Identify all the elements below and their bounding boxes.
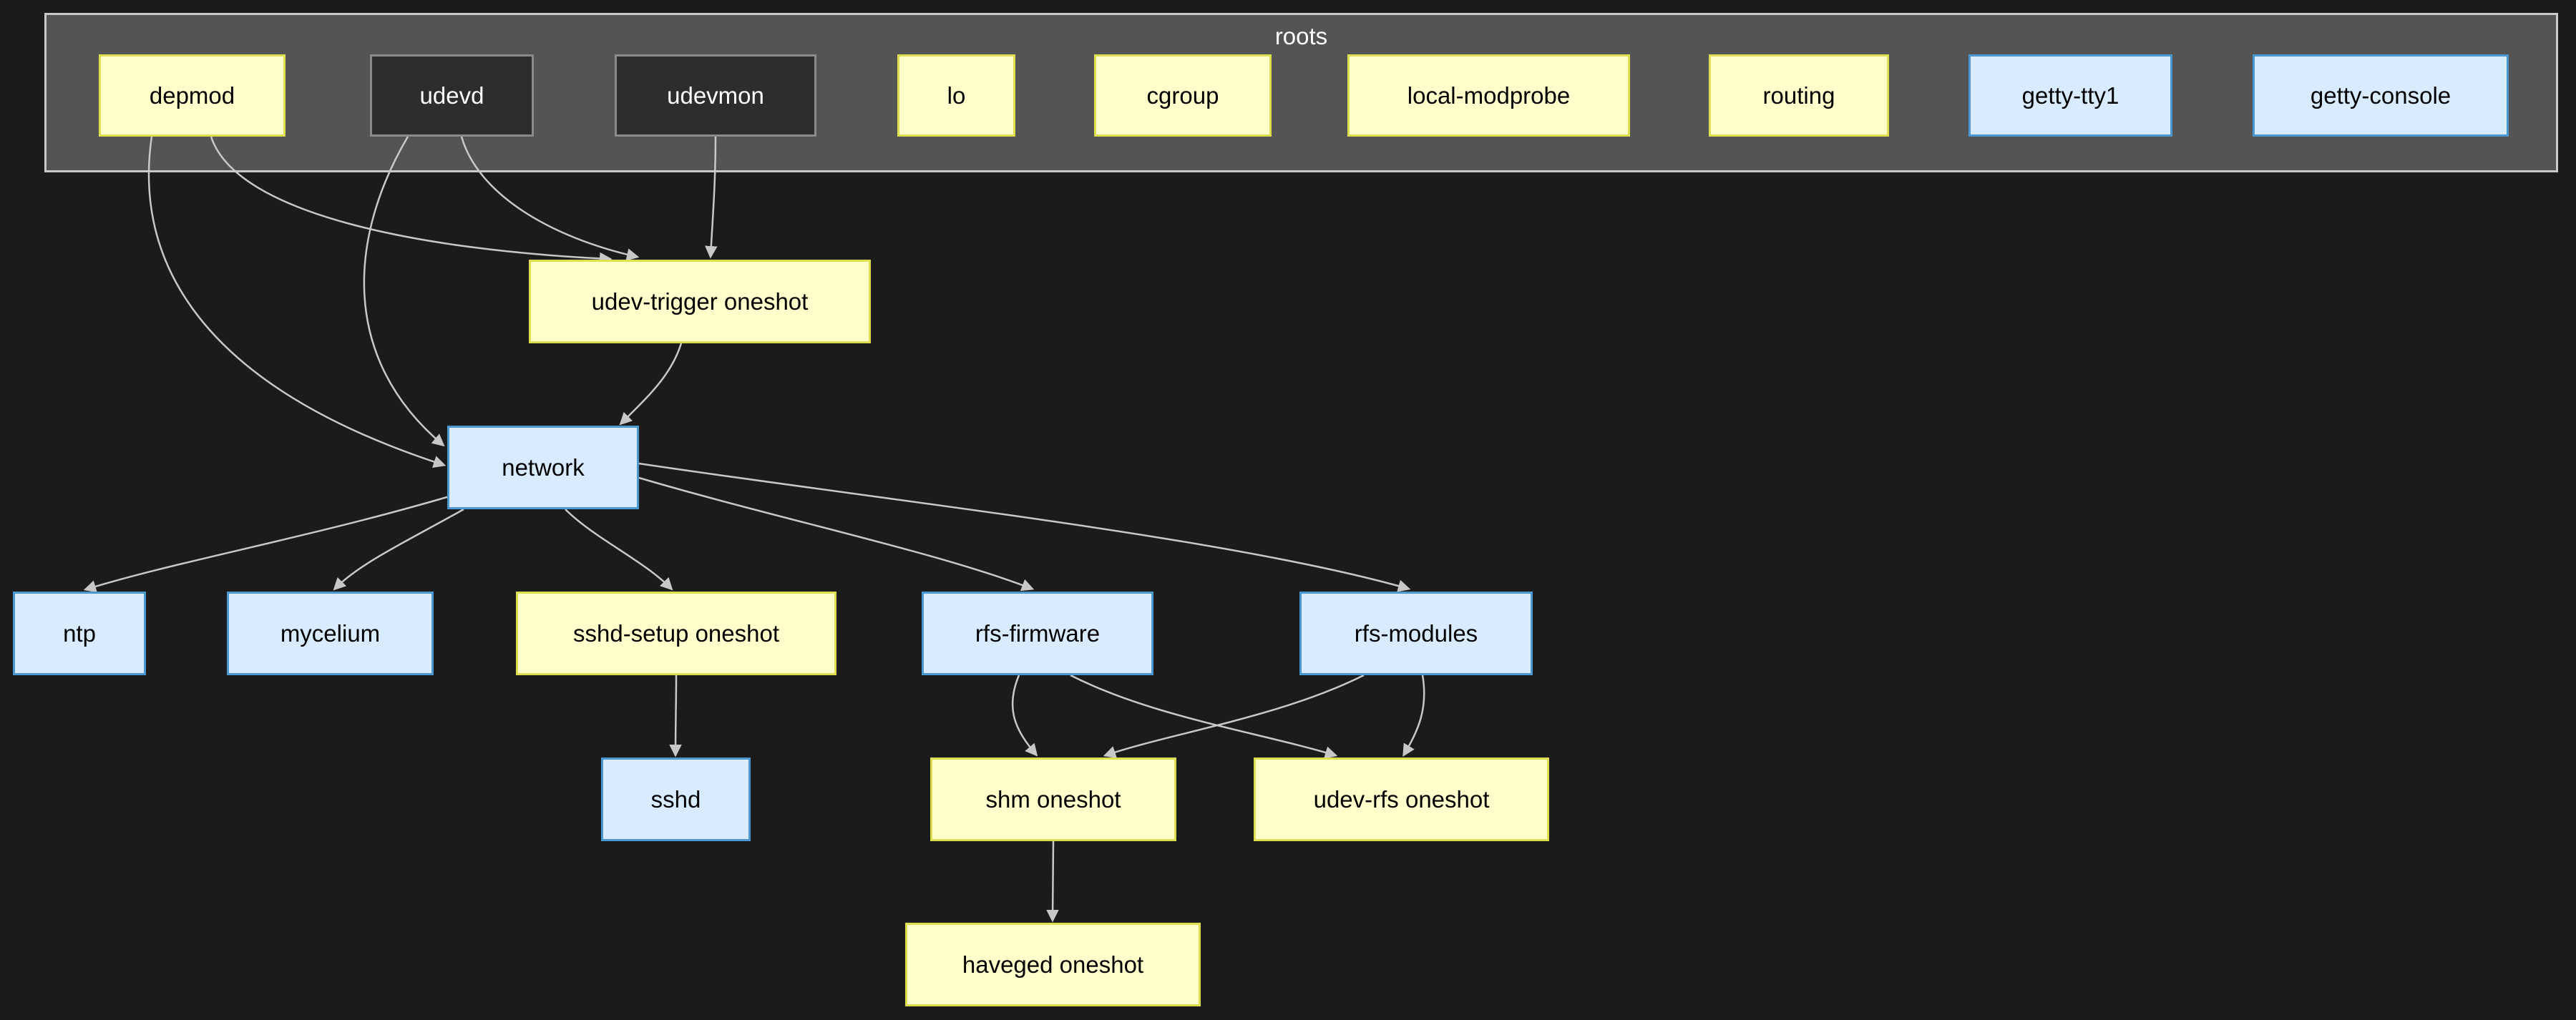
node-lo: lo xyxy=(897,54,1015,137)
node-sshd-setup: sshd-setup oneshot xyxy=(516,592,836,675)
node-getty-tty1: getty-tty1 xyxy=(1968,54,2172,137)
edge-depmod-to-network xyxy=(147,136,447,468)
roots-cluster-label: roots xyxy=(1274,23,1328,49)
edge-network-to-mycelium xyxy=(333,508,464,591)
edge-network-to-ntp xyxy=(83,495,450,593)
node-depmod: depmod xyxy=(99,54,286,137)
edge-rfs-modules-to-udev-rfs xyxy=(1402,675,1425,757)
edge-network-to-sshd-setup xyxy=(565,509,673,591)
node-udevd: udevd xyxy=(370,54,534,137)
node-routing: routing xyxy=(1709,54,1889,137)
edge-udev-trigger-to-network xyxy=(619,343,683,426)
node-network: network xyxy=(447,426,639,509)
node-udevmon: udevmon xyxy=(615,54,816,137)
edge-udevd-to-network xyxy=(363,136,445,447)
node-haveged: haveged oneshot xyxy=(905,923,1201,1006)
edge-rfs-firmware-to-shm xyxy=(1011,675,1038,757)
node-rfs-modules: rfs-modules xyxy=(1299,592,1533,675)
node-cgroup: cgroup xyxy=(1094,54,1272,137)
edge-rfs-modules-to-shm xyxy=(1103,674,1365,758)
node-ntp: ntp xyxy=(13,592,146,675)
node-getty-console: getty-console xyxy=(2253,54,2509,137)
edge-network-to-rfs-firmware xyxy=(638,476,1035,592)
edge-rfs-firmware-to-udev-rfs xyxy=(1070,674,1338,759)
edge-sshd-setup-to-sshd xyxy=(669,675,682,757)
node-sshd: sshd xyxy=(601,757,751,841)
node-local-modprobe: local-modprobe xyxy=(1347,54,1630,137)
edge-network-to-rfs-modules xyxy=(638,462,1411,592)
node-udev-rfs: udev-rfs oneshot xyxy=(1254,757,1549,841)
node-mycelium: mycelium xyxy=(227,592,434,675)
node-rfs-firmware: rfs-firmware xyxy=(922,592,1153,675)
node-udev-trigger: udev-trigger oneshot xyxy=(529,260,871,343)
node-shm: shm oneshot xyxy=(930,757,1176,841)
